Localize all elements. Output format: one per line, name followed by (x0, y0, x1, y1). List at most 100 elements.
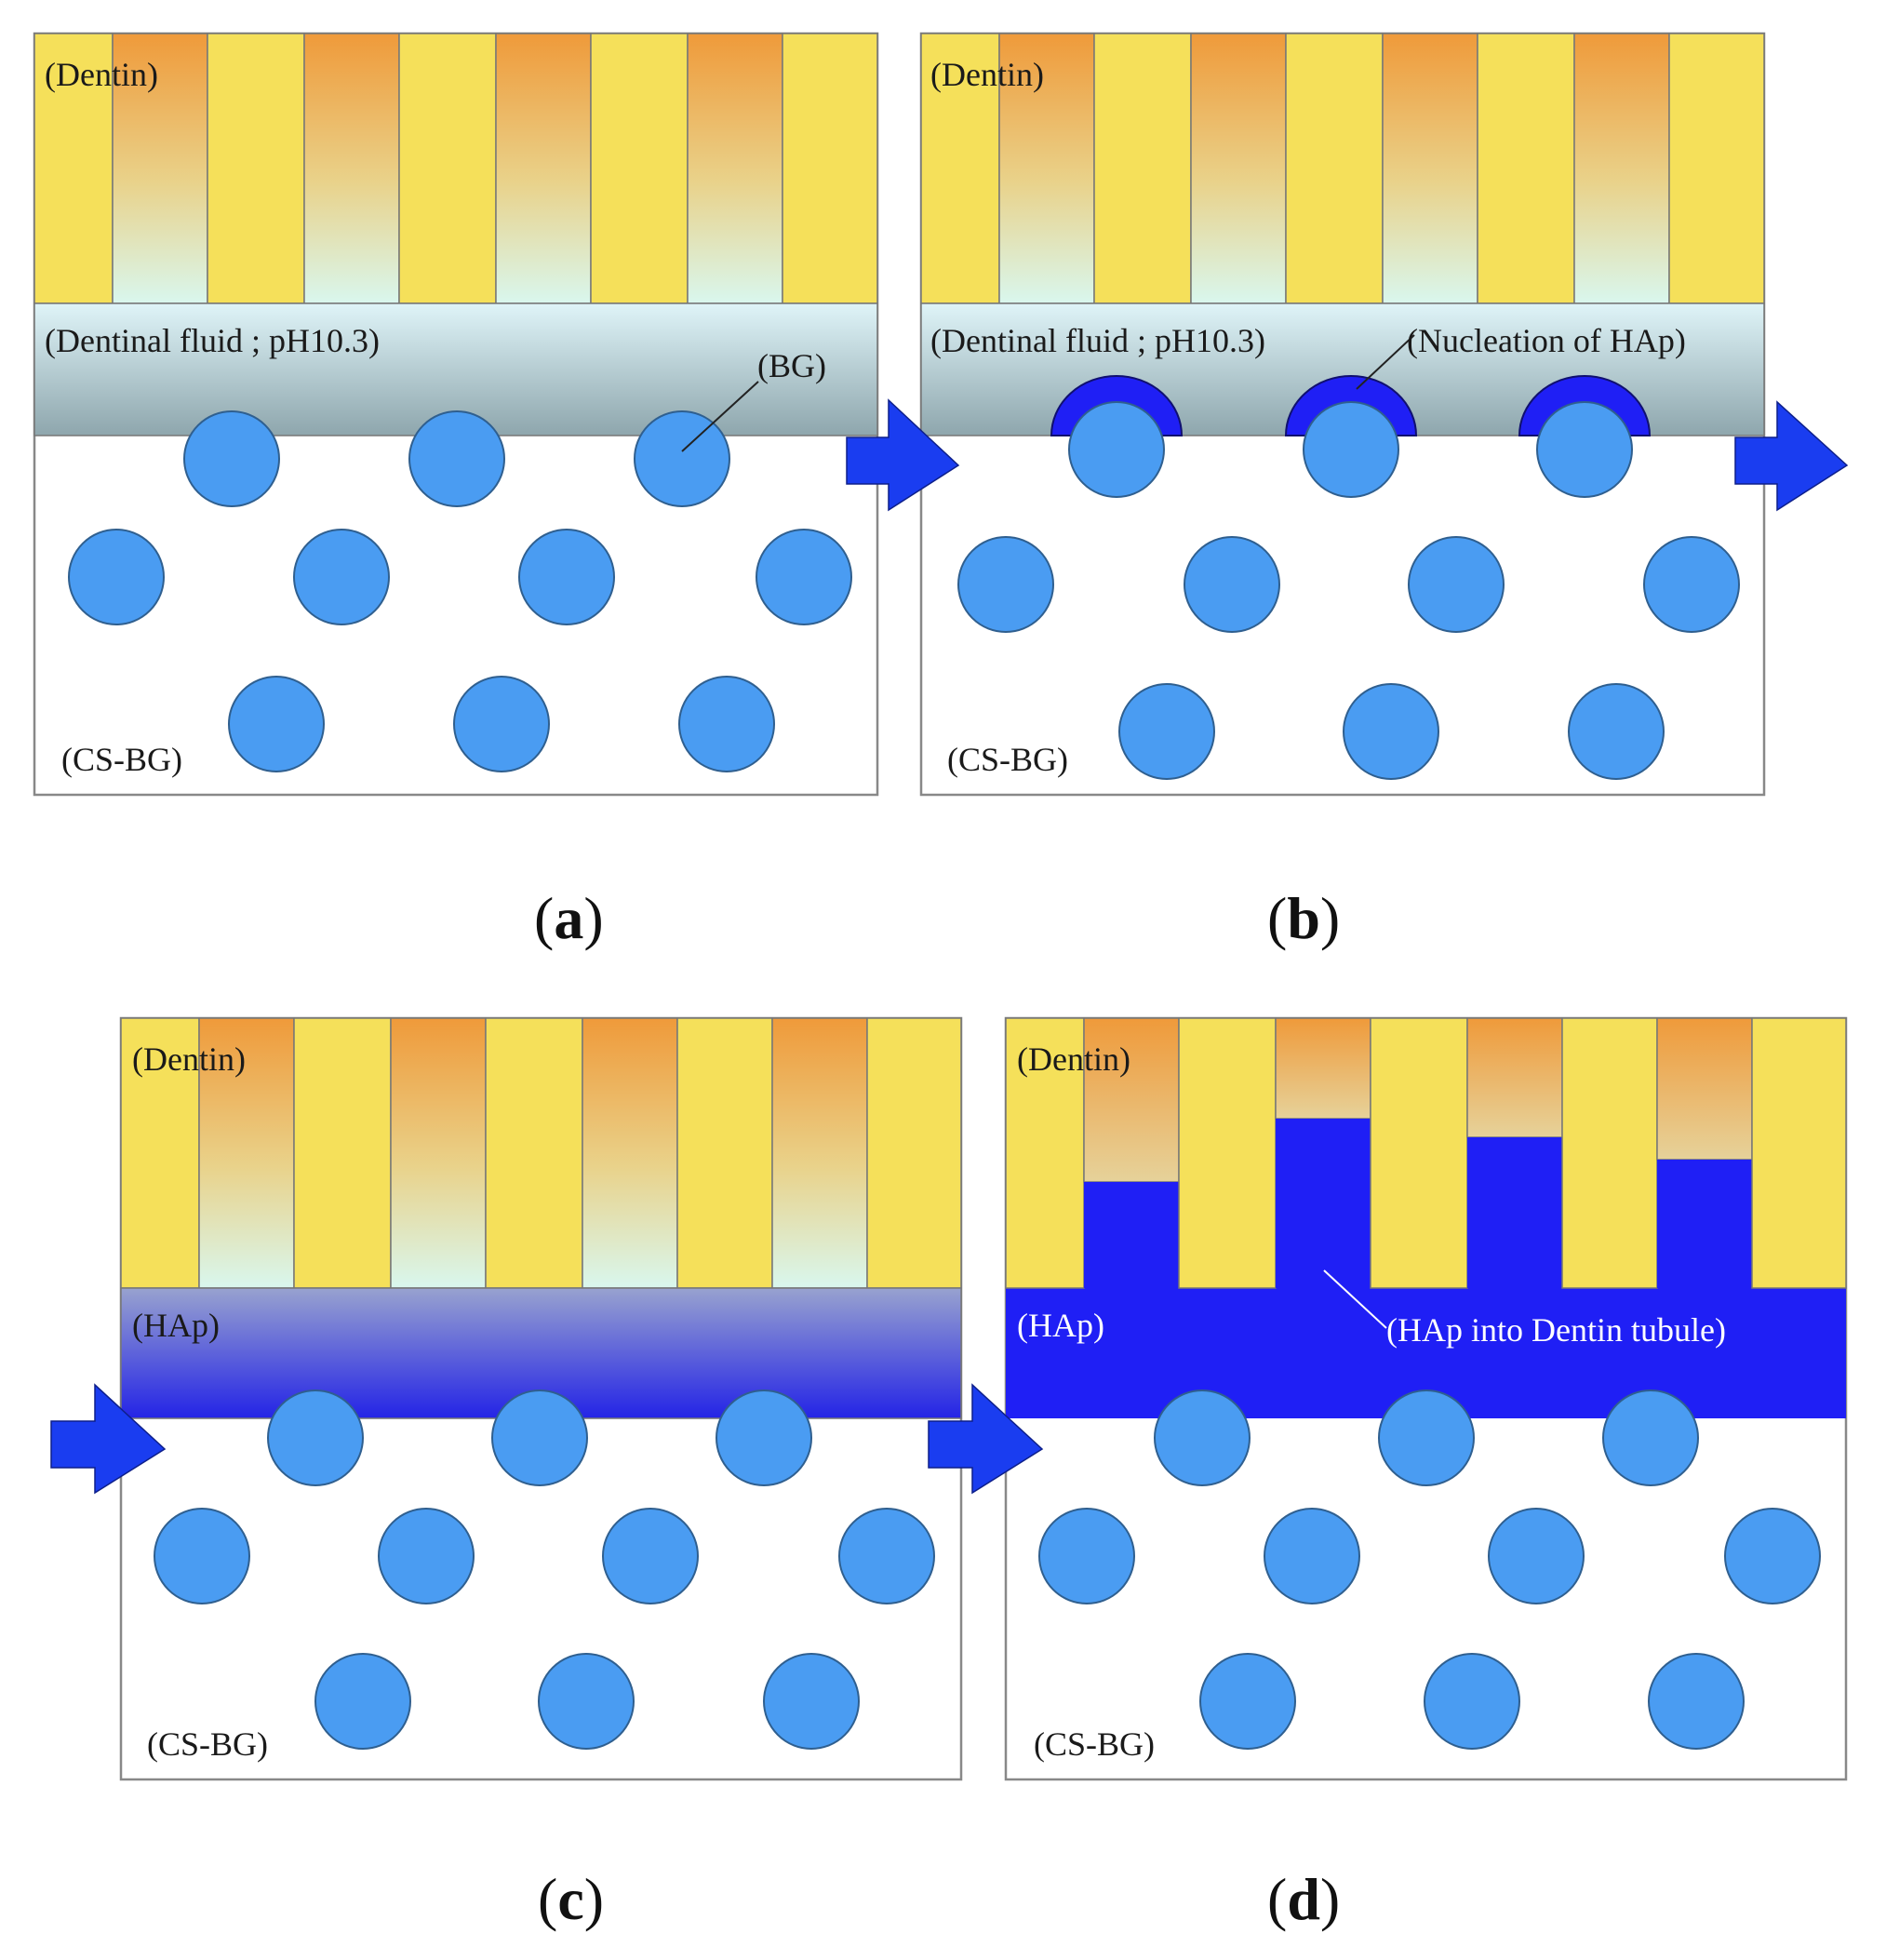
bg-particle (756, 529, 852, 625)
bg-particle (293, 529, 390, 625)
bg-particle (678, 676, 775, 772)
bg-particle (154, 1508, 250, 1604)
bg-particle (716, 1389, 812, 1486)
panel-c: (Dentin) (HAp) (CS-BG) (119, 1016, 963, 1781)
dentin-tubule (582, 1017, 678, 1289)
panel-b: (Dentin) (Dentinal fluid ; pH10.3) (Nucl… (919, 32, 1766, 797)
dentin-tubule (112, 33, 208, 304)
cs-bg-label: (CS-BG) (1034, 1725, 1155, 1763)
dentin-column (1668, 33, 1765, 304)
bg-particle (838, 1508, 935, 1604)
bg-particle (538, 1653, 635, 1750)
caption-a: (a) (534, 885, 604, 951)
cs-bg-label: (CS-BG) (947, 741, 1068, 778)
dentin-column (590, 33, 689, 304)
dentin-tubule (1382, 33, 1478, 304)
panel-d-particles (1038, 1389, 1821, 1750)
bg-particle (957, 536, 1054, 633)
dentin-column (33, 33, 114, 304)
bg-particle (314, 1653, 411, 1750)
dentin-tubule (1190, 33, 1287, 304)
bg-particle (183, 410, 280, 507)
nucleation-callout-line (1356, 334, 1415, 390)
panel-c-dentin (120, 1017, 962, 1289)
dentin-column (1751, 1017, 1847, 1289)
panel-d-dentin (1005, 1017, 1847, 1289)
arrow-right-icon (50, 1383, 167, 1495)
bg-particle (1408, 536, 1505, 633)
dentin-column (1005, 1017, 1085, 1289)
hap-tubule-fill (1084, 1182, 1179, 1288)
dentin-column (1370, 1017, 1468, 1289)
bg-particle (1038, 1508, 1135, 1604)
panel-b-particles (957, 401, 1740, 780)
layer-label: (Dentinal fluid ; pH10.3) (930, 322, 1265, 359)
cs-bg-label: (CS-BG) (147, 1725, 268, 1763)
dentin-tubule (771, 1017, 868, 1289)
bg-particle (1068, 401, 1165, 498)
dentin-label: (Dentin) (930, 56, 1044, 93)
bg-particle (634, 410, 730, 507)
arrow-right-icon (1734, 400, 1849, 512)
dentin-column (398, 33, 497, 304)
bg-particle (1303, 401, 1399, 498)
bg-particle (228, 676, 325, 772)
dentin-tubule (1573, 33, 1670, 304)
dentin-tubule-empty (1466, 1017, 1563, 1138)
bg-particle (1199, 1653, 1296, 1750)
bg-particle (491, 1389, 588, 1486)
bg-particle (1488, 1508, 1585, 1604)
layer-label: (HAp) (132, 1307, 220, 1344)
dentin-label: (Dentin) (1017, 1040, 1130, 1078)
bg-particle (408, 410, 505, 507)
layer-label: (HAp) (1017, 1307, 1104, 1344)
dentin-column (1561, 1017, 1658, 1289)
dentin-tubule-empty (1083, 1017, 1180, 1183)
dentin-column (676, 1017, 773, 1289)
panel-a-particles (68, 410, 852, 772)
cs-bg-label: (CS-BG) (61, 741, 182, 778)
dentin-label: (Dentin) (132, 1040, 246, 1078)
arrow-right-icon (846, 398, 960, 512)
caption-c: (c) (538, 1866, 604, 1932)
dentin-column (1477, 33, 1575, 304)
panel-c-particles (154, 1389, 935, 1750)
hap-tubule-callout-label: (HAp into Dentin tubule) (1386, 1311, 1726, 1349)
bg-particle (1724, 1508, 1821, 1604)
nucleation-callout-label: (Nucleation of HAp) (1407, 322, 1686, 359)
bg-particle (68, 529, 165, 625)
dentin-column (293, 1017, 392, 1289)
caption-d: (d) (1267, 1866, 1340, 1932)
dentin-column (1093, 33, 1192, 304)
bg-particle (518, 529, 615, 625)
bg-callout-label: (BG) (757, 347, 826, 384)
dentin-tubule (198, 1017, 295, 1289)
dentin-tubule (303, 33, 400, 304)
dentin-column (485, 1017, 583, 1289)
dentin-column (866, 1017, 962, 1289)
panel-a-dentin (33, 33, 878, 304)
bg-particle (1378, 1389, 1475, 1486)
dentin-column (1178, 1017, 1277, 1289)
bg-particle (1184, 536, 1280, 633)
dentin-column (782, 33, 878, 304)
dentin-tubule-empty (1656, 1017, 1753, 1161)
hap-tubule-callout-line (1323, 1269, 1387, 1329)
hap-tubule-fill (1467, 1137, 1562, 1288)
bg-particle (267, 1389, 364, 1486)
dentin-tubule (495, 33, 592, 304)
arrow-right-icon (928, 1383, 1044, 1495)
bg-particle (1154, 1389, 1251, 1486)
layer-label: (Dentinal fluid ; pH10.3) (45, 322, 380, 359)
bg-particle (1424, 1653, 1520, 1750)
bg-particle (378, 1508, 475, 1604)
dentin-tubule (687, 33, 783, 304)
dentin-label: (Dentin) (45, 56, 158, 93)
dentin-tubule-empty (1275, 1017, 1371, 1120)
bg-particle (1602, 1389, 1699, 1486)
dentin-column (1285, 33, 1384, 304)
bg-particle (1643, 536, 1740, 633)
hap-tubule-fill (1276, 1119, 1371, 1288)
dentin-tubule (998, 33, 1095, 304)
